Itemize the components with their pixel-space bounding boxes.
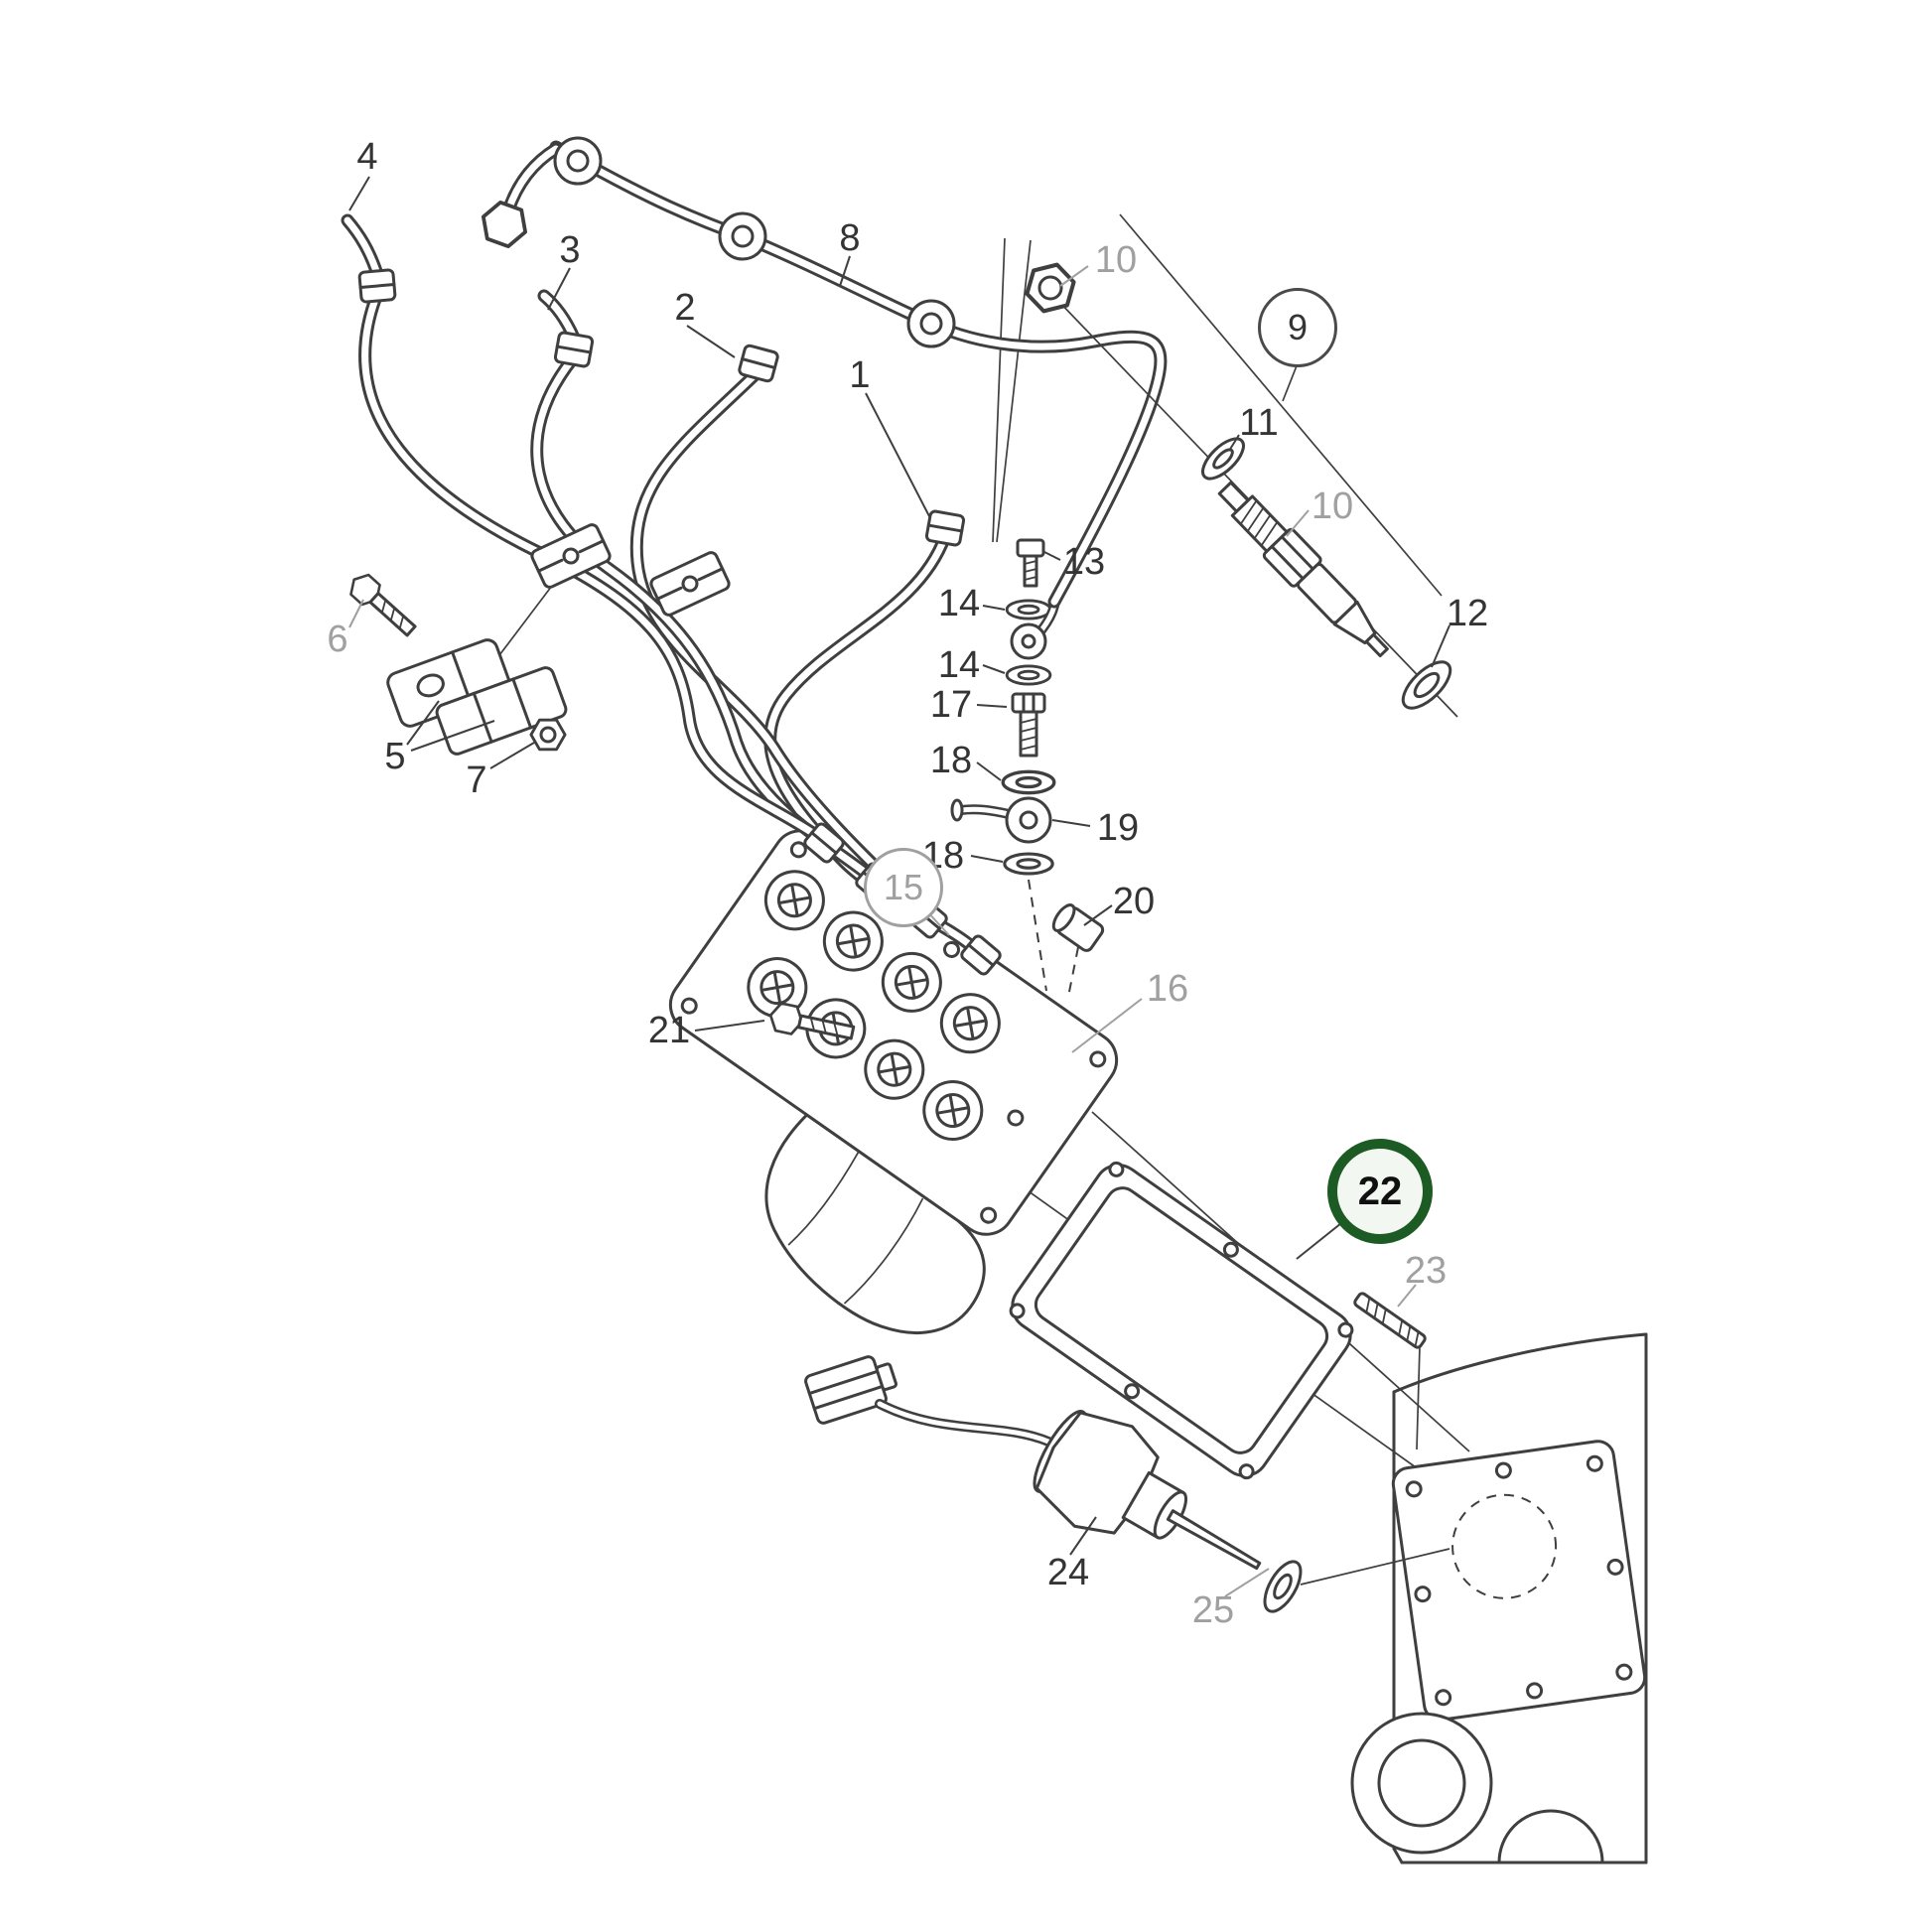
pump-gasket [1009, 1161, 1354, 1480]
fuel-pipe-4 [341, 213, 827, 845]
plug-20 [1051, 903, 1105, 952]
sealing-washer-25 [1263, 1560, 1303, 1613]
pipe-clamps [495, 523, 731, 660]
callout-7-27[interactable]: 7 [466, 759, 487, 801]
callout-16-19[interactable]: 16 [1146, 968, 1189, 1010]
callout-1-3[interactable]: 1 [849, 354, 871, 396]
washer-12 [1401, 660, 1452, 710]
leader-lines [348, 176, 1450, 1597]
washer-11 [1201, 437, 1245, 481]
callout-9-6[interactable]: 9 [1258, 288, 1337, 367]
callout-2-2[interactable]: 2 [674, 287, 696, 329]
bracket-piece-b [435, 666, 568, 756]
stop-solenoid [804, 1355, 1303, 1613]
callout-6-25[interactable]: 6 [327, 619, 348, 660]
engine-block [1350, 1332, 1648, 1864]
callout-10-5[interactable]: 10 [1094, 239, 1138, 281]
callout-11-7[interactable]: 11 [1239, 402, 1279, 444]
callout-4-0[interactable]: 4 [356, 136, 378, 178]
pipe-nut [960, 934, 1002, 976]
injector-nut-10 [1019, 256, 1082, 320]
pipe-nut [357, 268, 397, 304]
clamp-bracket-assembly [344, 568, 568, 756]
callout-5-26[interactable]: 5 [384, 736, 406, 777]
callout-17-13[interactable]: 17 [929, 684, 973, 726]
banjo-stack [950, 538, 1059, 876]
banjo-elbow-19 [950, 796, 1052, 844]
pipe-nut [553, 331, 595, 368]
bracket-nut-7 [529, 718, 567, 752]
injector-10 [1217, 481, 1389, 658]
pipe-nut [738, 344, 779, 383]
mounting-stud [1353, 1292, 1427, 1349]
leak-off-rail [475, 136, 1168, 609]
injection-pump [668, 829, 1119, 1334]
bracket-bolt-6 [344, 568, 417, 637]
callout-12-9[interactable]: 12 [1446, 593, 1489, 634]
callout-21-20[interactable]: 21 [647, 1010, 691, 1051]
callout-23-22[interactable]: 23 [1404, 1250, 1448, 1292]
callout-10-8[interactable]: 10 [1311, 485, 1354, 527]
callout-18-14[interactable]: 18 [929, 740, 973, 781]
pipe-nut [803, 822, 845, 864]
block-mounting-face [1391, 1440, 1647, 1722]
callout-24-23[interactable]: 24 [1046, 1552, 1090, 1593]
callout-8-4[interactable]: 8 [839, 217, 861, 259]
solenoid-body [1033, 1410, 1262, 1571]
callout-14-11[interactable]: 14 [937, 583, 981, 624]
bolt-13 [1016, 538, 1045, 588]
callout-20-18[interactable]: 20 [1112, 881, 1156, 922]
pump-bolt [765, 1000, 856, 1040]
callout-13-10[interactable]: 13 [1062, 541, 1106, 583]
banjo-bolt-17 [1011, 692, 1046, 758]
injector-assembly [1019, 213, 1458, 718]
pipe-nut [924, 509, 966, 547]
cable-connector [804, 1355, 897, 1425]
callout-14-12[interactable]: 14 [937, 644, 981, 686]
callout-25-24[interactable]: 25 [1191, 1589, 1235, 1631]
callout-3-1[interactable]: 3 [559, 229, 581, 271]
callout-15-17[interactable]: 15 [864, 848, 943, 927]
callout-22-21[interactable]: 22 [1327, 1139, 1433, 1244]
callout-19-15[interactable]: 19 [1096, 807, 1140, 849]
